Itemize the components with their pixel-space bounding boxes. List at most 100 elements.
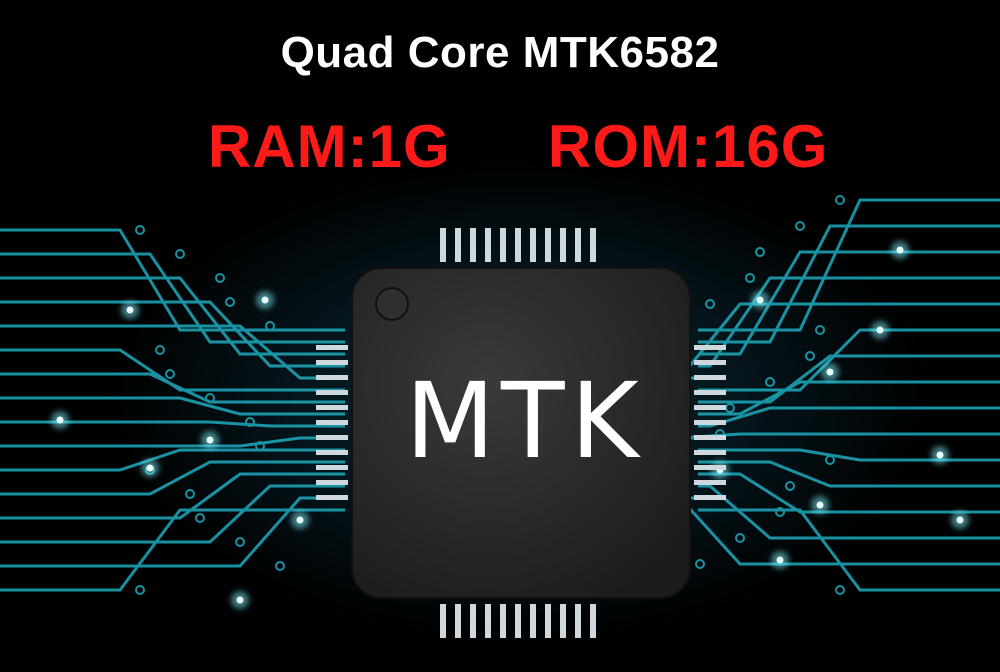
trace-via [735,533,745,543]
chip-orientation-dot [375,287,409,321]
chip-pin [694,345,726,350]
circuit-trace [698,380,1000,416]
chip-pin [590,228,596,262]
chip-pin [575,604,581,638]
trace-via [135,225,145,235]
chip-pin [316,480,348,485]
chip-pin [316,375,348,380]
trace-via [695,559,705,569]
circuit-trace [0,472,345,520]
chip-pin [530,604,536,638]
circuit-trace [0,484,345,544]
chip-pin [316,345,348,350]
chip-pin [500,228,506,262]
circuit-trace [698,276,1000,368]
chip-pin [316,435,348,440]
circuit-trace [676,496,1000,566]
trace-glow-core [826,368,834,376]
chip-pin [530,228,536,262]
chip-pin [694,465,726,470]
chip-pin [545,228,551,262]
chip-pin [560,604,566,638]
chip-pin [455,604,461,638]
trace-via [745,273,755,283]
trace-via [825,455,835,465]
circuit-trace [0,420,345,428]
circuit-trace [0,448,345,472]
trace-glow-core [776,556,784,564]
circuit-trace [698,448,1000,462]
chip-pin [316,360,348,365]
chip-pin [694,495,726,500]
chip-pin [316,495,348,500]
chip-pin [694,375,726,380]
trace-via [755,247,765,257]
circuit-trace [0,436,345,448]
circuit-traces-right [676,195,1000,595]
chip-pin [694,480,726,485]
circuit-trace [0,508,345,592]
trace-via [835,585,845,595]
chip-pin [515,604,521,638]
trace-glow-core [206,436,214,444]
chip-pin [545,604,551,638]
chip-pin [694,405,726,410]
rom-spec: ROM:16G [548,113,829,180]
chip-pins [316,228,726,638]
trace-glow-core [296,516,304,524]
chip-pin [440,604,446,638]
trace-glow-core [261,296,269,304]
trace-via [795,221,805,231]
trace-via [245,417,255,427]
chip-pin [560,228,566,262]
trace-via [195,513,205,523]
chip-pin [485,604,491,638]
circuit-trace [0,396,345,416]
chip-pin [590,604,596,638]
trace-via [225,297,235,307]
circuit-trace [698,508,1000,592]
trace-via [785,481,795,491]
trace-via [805,351,815,361]
circuit-trace [0,252,345,344]
circuit-trace [698,406,1000,428]
trace-via [155,345,165,355]
circuit-trace [679,432,1000,440]
chip-pin [316,405,348,410]
chip-pin [500,604,506,638]
trace-via [235,537,245,547]
headline: Quad Core MTK6582 [280,28,720,77]
chip-pin [440,228,446,262]
trace-glow-core [816,501,824,509]
circuit-trace [698,484,1000,540]
ram-spec: RAM:1G [208,113,451,180]
trace-glow-points [51,241,969,609]
trace-via [165,369,175,379]
chip-pin [316,390,348,395]
trace-via [835,195,845,205]
circuit-trace [0,348,345,392]
circuit-trace [0,496,345,568]
circuit-traces-left [0,225,345,595]
trace-via [205,393,215,403]
trace-via [815,325,825,335]
chip-pin [316,450,348,455]
trace-via [765,377,775,387]
chip-pin [694,390,726,395]
chip-pin [694,420,726,425]
circuit-trace [698,328,1000,392]
circuit-trace [698,460,1000,488]
chip-pin [694,360,726,365]
trace-glow-core [936,451,944,459]
trace-via [275,561,285,571]
circuit-trace [698,472,1000,514]
trace-via [175,249,185,259]
chip-pin [694,450,726,455]
trace-via [775,507,785,517]
chip-pin [515,228,521,262]
chip-pin [455,228,461,262]
trace-glow-core [56,416,64,424]
chip-pin [485,228,491,262]
processor-chip-icon [351,267,691,599]
